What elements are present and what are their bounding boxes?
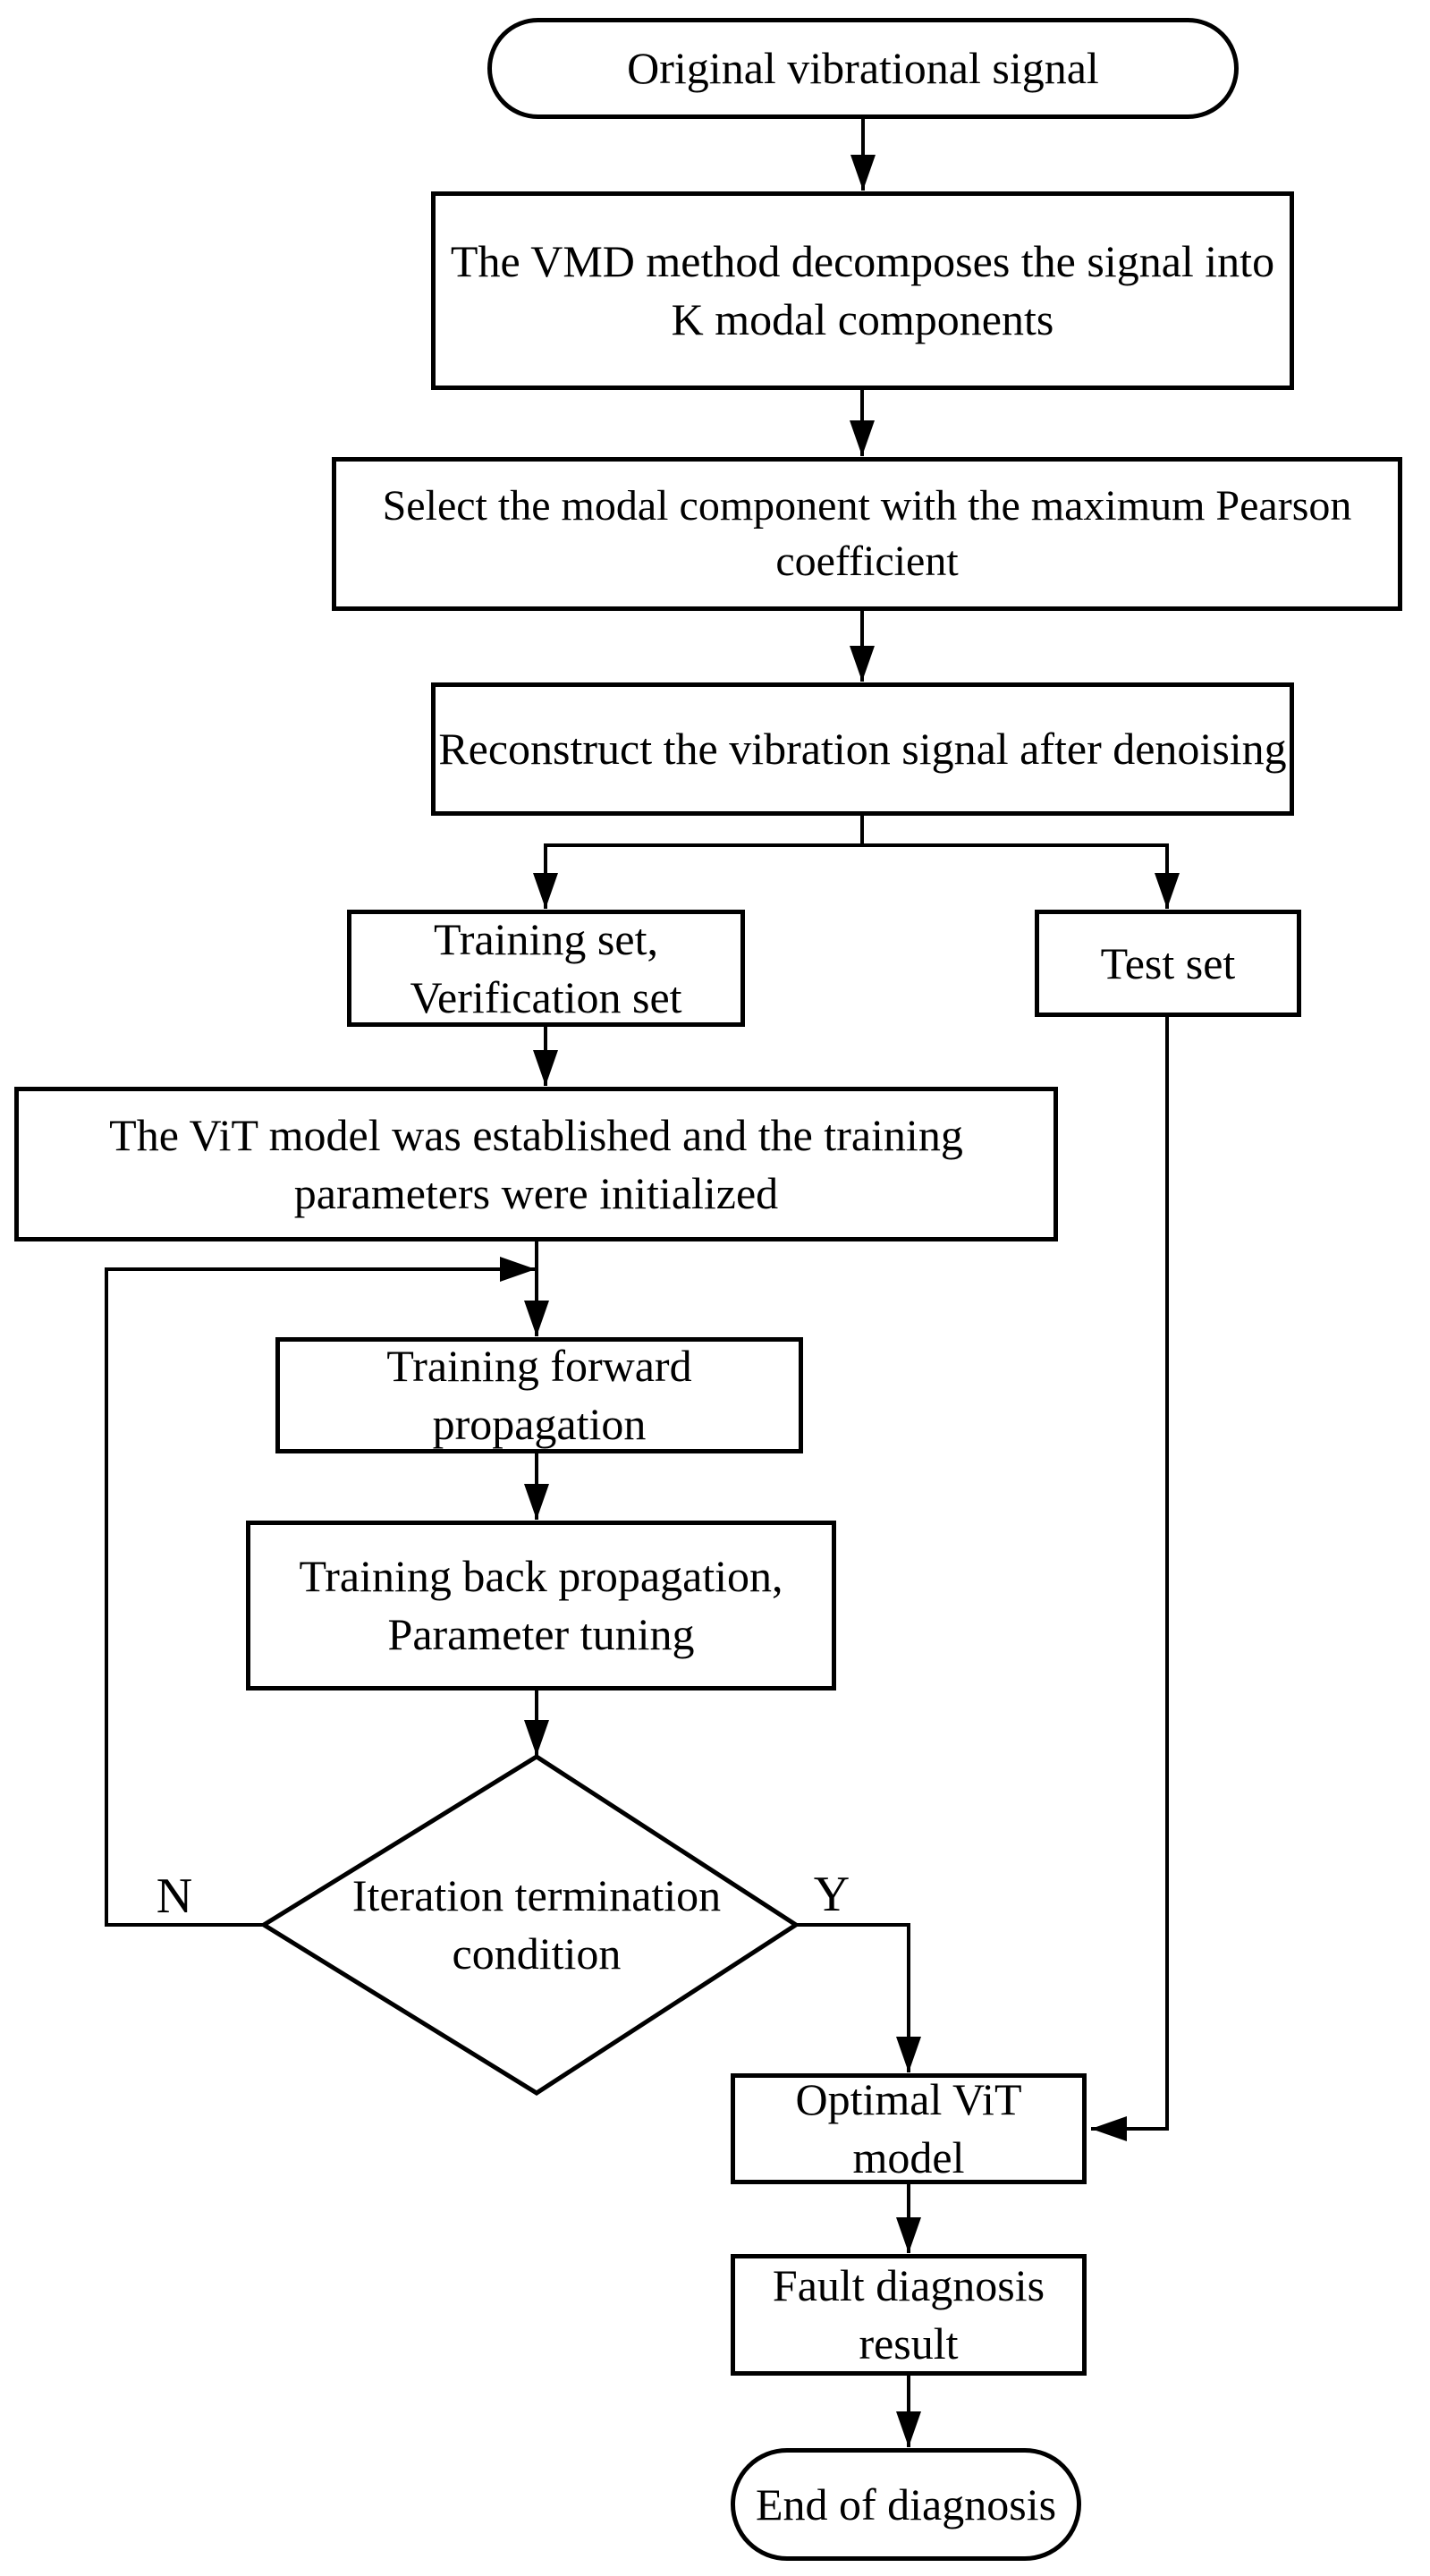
node-start: Original vibrational signal	[487, 18, 1239, 119]
edge-decision-optimal	[794, 1923, 921, 2072]
node-fault-result: Fault diagnosis result	[731, 2254, 1087, 2376]
node-vmd-decompose: The VMD method decomposes the signal int…	[431, 191, 1294, 390]
branch-label-no: N	[156, 1868, 193, 1924]
node-training-forward: Training forward propagation	[275, 1337, 803, 1453]
node-training-back: Training back propagation, Parameter tun…	[246, 1521, 836, 1690]
node-optimal-vit: Optimal ViT model	[731, 2073, 1087, 2184]
branch-label-yes: Y	[813, 1867, 850, 1922]
node-select-pearson: Select the modal component with the maxi…	[332, 457, 1402, 611]
decision-diamond-shape	[259, 1754, 800, 2096]
edge-decision-loopback	[105, 1257, 536, 1927]
node-decision-text: Iteration termination condition	[351, 1870, 722, 1979]
node-vit-established: The ViT model was established and the tr…	[14, 1087, 1058, 1241]
node-reconstruct-signal: Reconstruct the vibration signal after d…	[431, 682, 1294, 816]
node-test-set: Test set	[1035, 910, 1301, 1017]
node-end: End of diagnosis	[731, 2448, 1081, 2561]
edge-test-optimal	[1091, 1015, 1169, 2141]
node-training-verification-set: Training set, Verification set	[347, 910, 745, 1027]
